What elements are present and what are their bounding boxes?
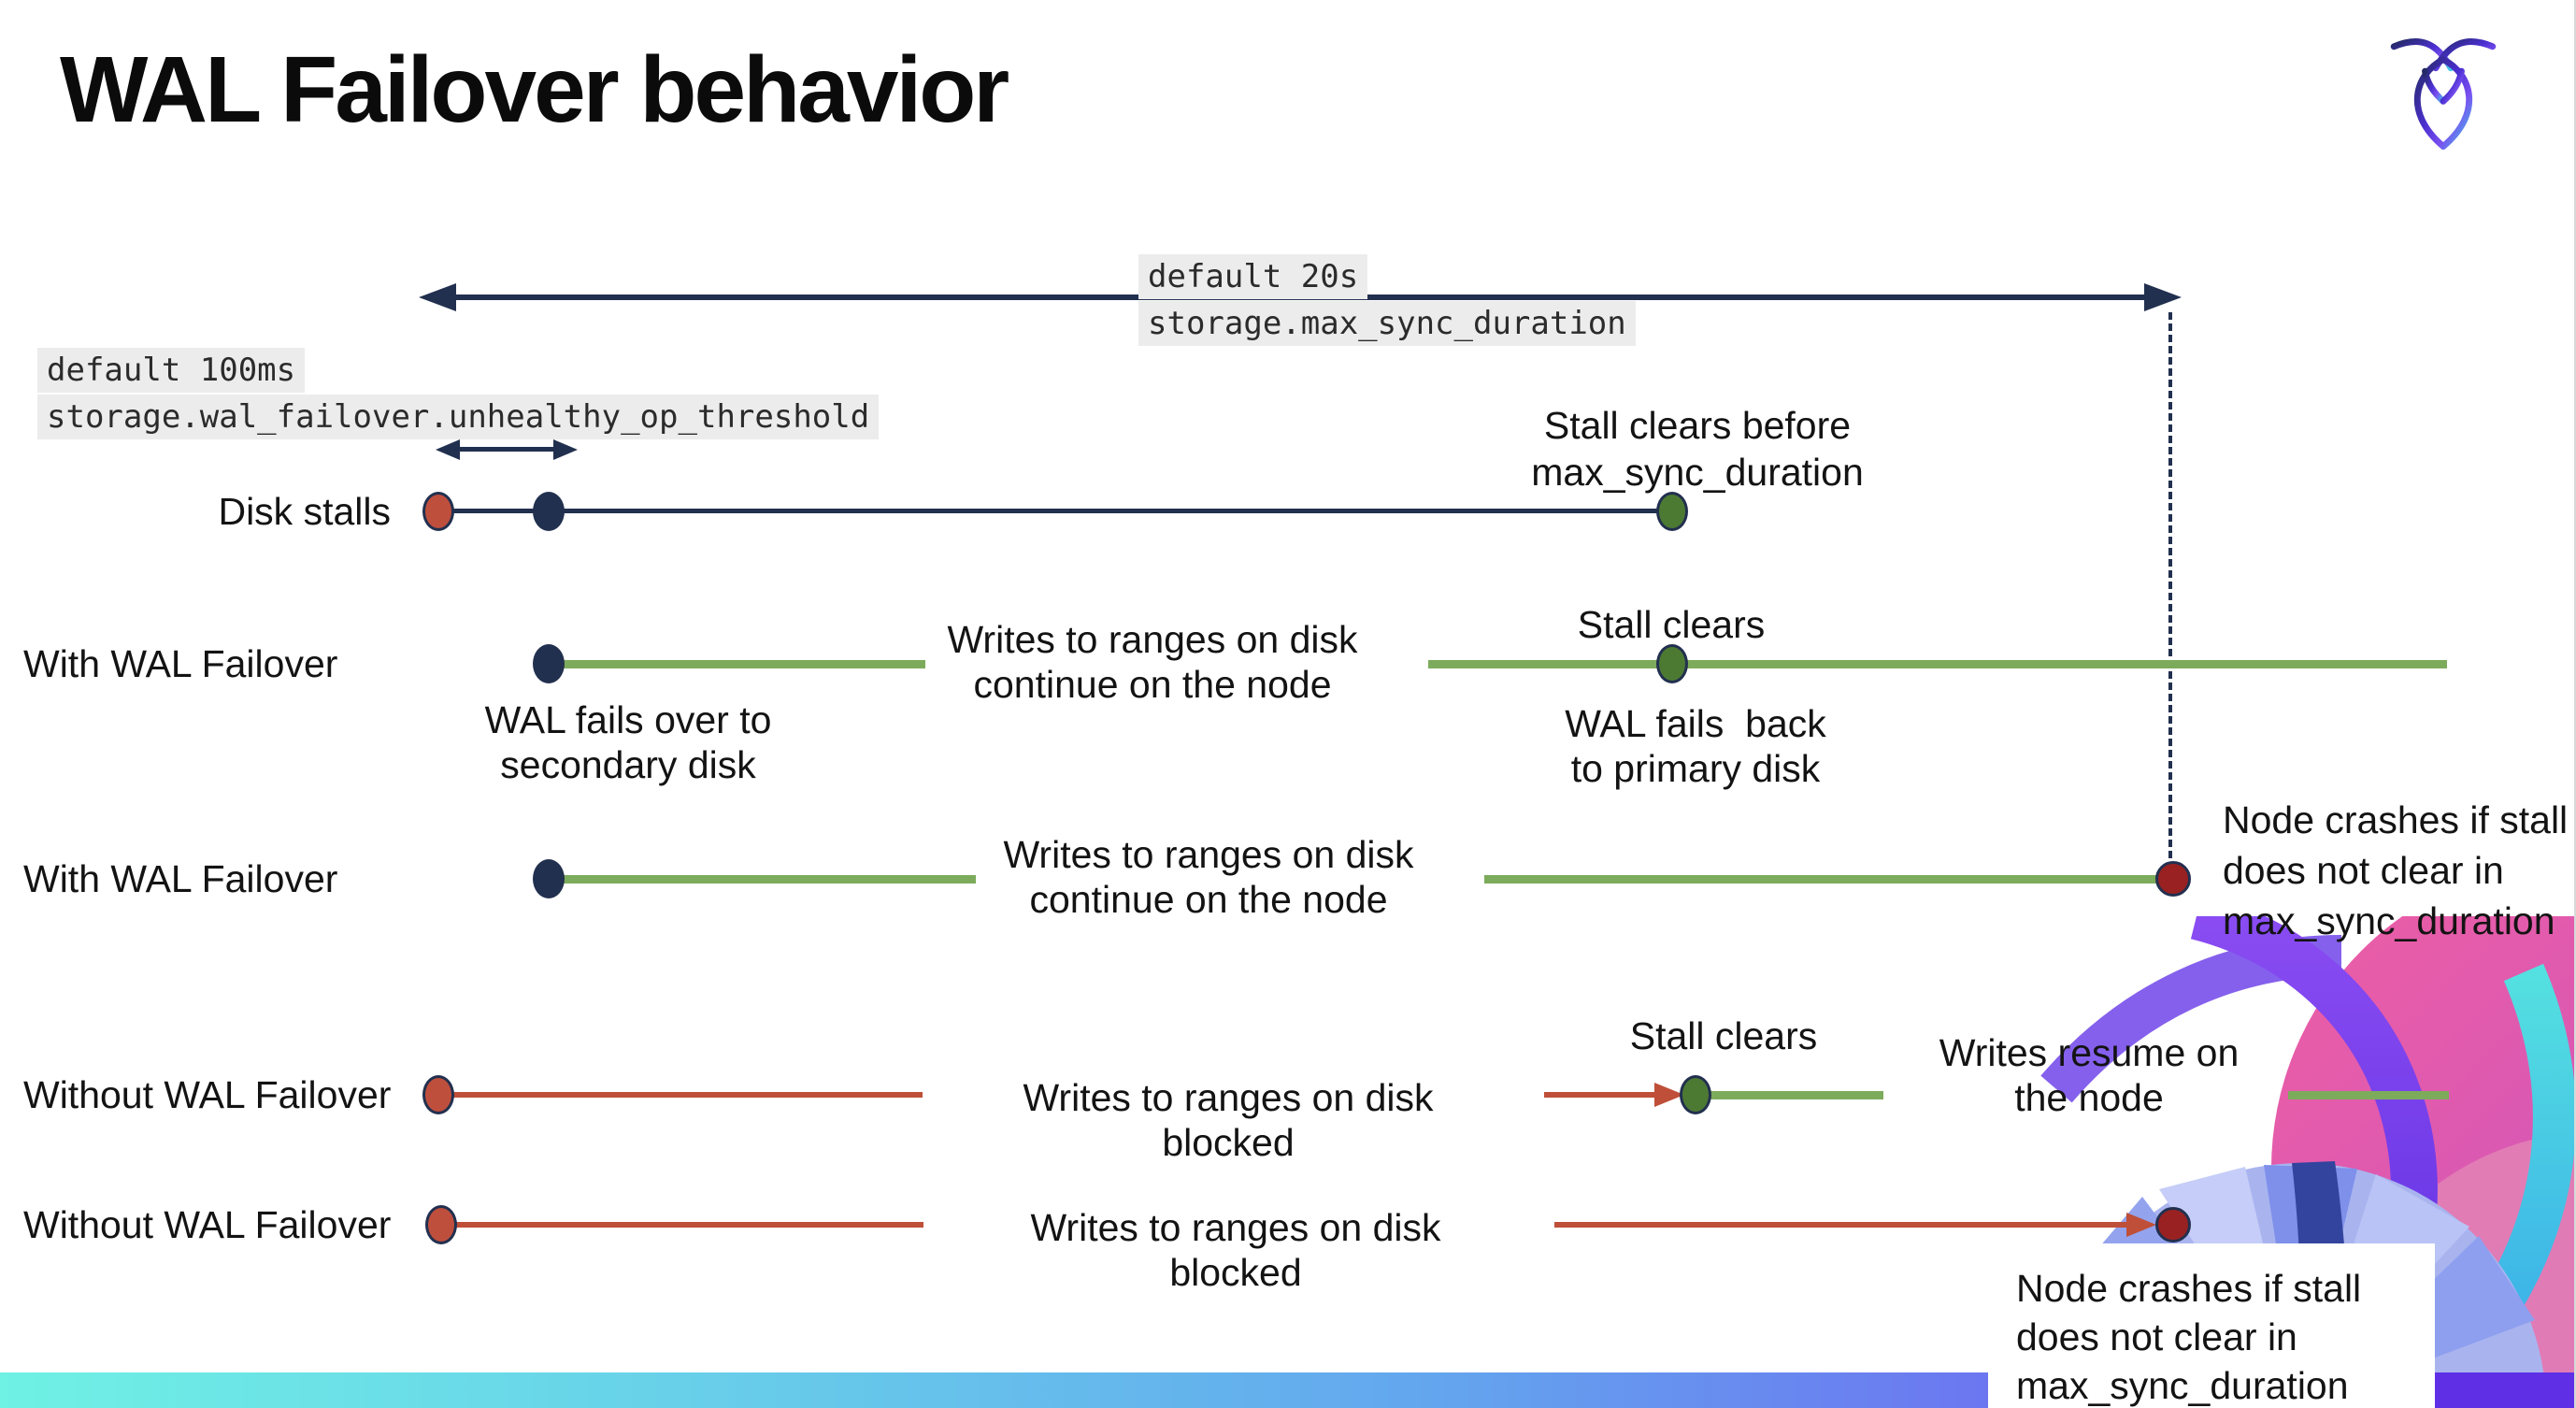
row-label-with-wal-failover-2: With WAL Failover [23, 857, 338, 900]
row-label-disk-stalls: Disk stalls [218, 490, 391, 533]
stall-clears-dot [1656, 644, 1688, 683]
unhealthy-op-default-value: default 100ms [37, 348, 306, 393]
stall-clears-note: Stall clears [1577, 603, 1766, 646]
row-label-without-wal-failover-1: Without WAL Failover [23, 1073, 392, 1116]
node-crash-note: Node crashes if stall does not clear in … [2223, 798, 2569, 942]
writes-blocked-segment [438, 1092, 923, 1098]
logo-body [2414, 55, 2472, 150]
node-crash-note: Node crashes if stall does not clear in … [2016, 1267, 2362, 1407]
disk-stalls-timeline [549, 509, 1670, 513]
writes-blocked-arrow-line [1554, 1222, 2128, 1228]
arrowhead-left-icon [419, 283, 456, 311]
stall-clears-dot [1656, 492, 1688, 531]
writes-blocked-arrow-line [1544, 1092, 1658, 1098]
failover-dot [533, 859, 565, 898]
failover-dot [533, 644, 565, 683]
writes-resume-segment [1710, 1091, 1883, 1099]
stall-clears-note: Stall clears [1629, 1014, 1818, 1057]
arrowhead-right-icon [2144, 283, 2182, 311]
unhealthy-op-setting-name: storage.wal_failover.unhealthy_op_thresh… [37, 395, 880, 439]
node-crash-dot [2155, 1207, 2191, 1243]
writes-continue-note: Writes to ranges on disk continue on the… [947, 618, 1358, 706]
disk-stall-start-dot [425, 1205, 457, 1244]
arrowhead-right-icon [2126, 1213, 2156, 1237]
wal-failback-note: WAL fails back to primary disk [1565, 702, 1826, 790]
max-sync-setting-name: storage.max_sync_duration [1138, 301, 1636, 346]
logo-wing-right [2440, 67, 2465, 105]
arrowhead-left-icon [436, 439, 460, 460]
row-label-without-wal-failover-2: Without WAL Failover [23, 1203, 392, 1246]
writes-blocked-segment [441, 1222, 923, 1228]
stall-clears-before-note: Stall clears before max_sync_duration [1531, 404, 1864, 494]
disk-stall-start-dot [422, 492, 454, 531]
wal-failover-note: WAL fails over to secondary disk [484, 698, 772, 786]
writes-resume-segment [2288, 1091, 2449, 1099]
max-sync-duration-label: default 20s storage.max_sync_duration [1138, 254, 1636, 348]
writes-continue-segment [1484, 875, 2173, 884]
writes-continue-note: Writes to ranges on disk continue on the… [1003, 833, 1414, 921]
writes-continue-segment [1428, 660, 2447, 668]
cockroachdb-logo-icon [2390, 38, 2497, 150]
unhealthy-op-threshold-label: default 100ms storage.wal_failover.unhea… [37, 348, 880, 441]
arrowhead-right-icon [1654, 1083, 1684, 1107]
disk-stalls-threshold-segment [438, 509, 551, 513]
writes-continue-segment [549, 875, 976, 884]
logo-antenna-right [2432, 38, 2497, 72]
unhealthy-op-span-line [456, 447, 555, 452]
disk-stall-start-dot [422, 1075, 454, 1114]
logo-wing-left [2422, 67, 2447, 105]
max-sync-deadline-dashed-line [2168, 312, 2172, 858]
arrowhead-right-icon [553, 439, 578, 460]
writes-blocked-note: Writes to ranges on disk blocked [1030, 1206, 1463, 1294]
max-sync-default-value: default 20s [1138, 254, 1368, 299]
page-title: WAL Failover behavior [60, 37, 1009, 142]
writes-resume-note: Writes resume on the node [1939, 1031, 2240, 1119]
threshold-reached-dot [533, 492, 565, 531]
writes-blocked-note: Writes to ranges on disk blocked [1023, 1076, 1455, 1164]
stall-clears-dot [1680, 1075, 1711, 1114]
art-teal-arc [2465, 963, 2574, 1343]
writes-continue-segment [549, 660, 925, 668]
node-crash-dot [2155, 861, 2191, 897]
node-crash-callout-box: Node crashes if stall does not clear in … [1988, 1243, 2435, 1408]
row-label-with-wal-failover-1: With WAL Failover [23, 642, 338, 685]
